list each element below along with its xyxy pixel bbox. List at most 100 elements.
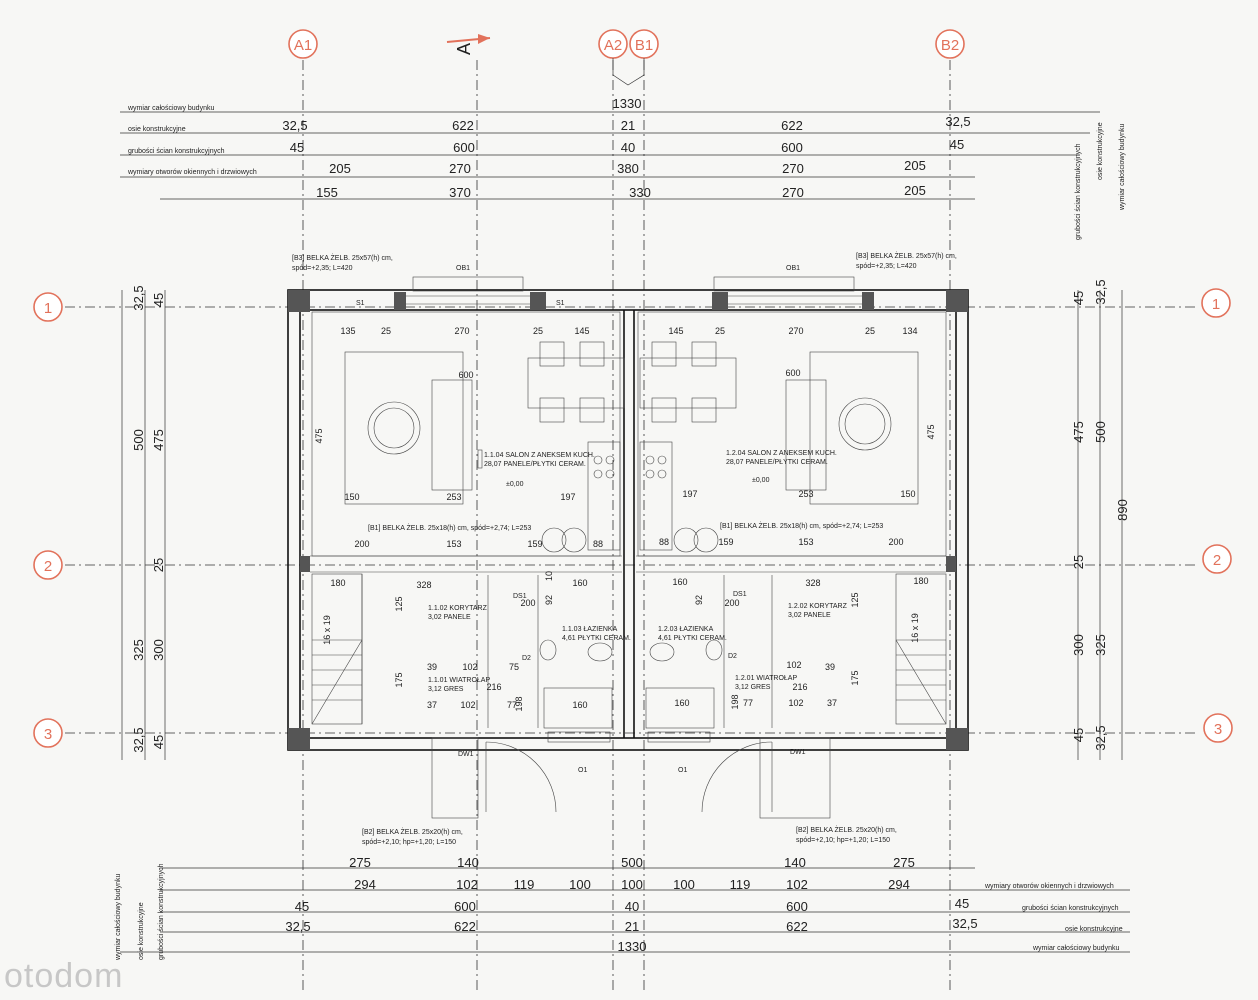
svg-text:600: 600 [786,899,808,914]
svg-text:135: 135 [340,326,355,336]
beam-b1-left: [B1] BELKA ŻELB. 25x18(h) cm, spód=+2,74… [368,523,531,532]
svg-text:600: 600 [781,140,803,155]
svg-text:D2: D2 [728,653,737,660]
svg-text:216: 216 [792,682,807,692]
svg-text:500: 500 [1093,421,1108,443]
svg-text:45: 45 [295,899,309,914]
svg-text:600: 600 [458,370,473,380]
svg-text:380: 380 [617,161,639,176]
svg-text:622: 622 [452,118,474,133]
vert-label-axes-right: osie konstrukcyjne [1097,122,1104,180]
svg-text:197: 197 [560,492,575,502]
svg-text:180: 180 [913,576,928,586]
room-lazienka-right: 1.2.03 ŁAZIENKA 4,61 PŁYTKI CERAM. [658,626,727,642]
svg-text:3,12 GRES: 3,12 GRES [428,686,464,693]
svg-text:2: 2 [44,558,52,575]
section-marker: A [446,34,491,55]
svg-text:O1: O1 [678,767,687,774]
svg-text:180: 180 [330,578,345,588]
row-bubble-left-2: 2 [33,550,63,580]
furniture-right [639,341,947,729]
svg-text:102: 102 [462,662,477,672]
left-dimension-chains: 32,5 45 500 475 25 325 300 32,5 45 wymia… [115,285,166,961]
svg-text:270: 270 [782,185,804,200]
svg-text:32,5: 32,5 [131,727,146,752]
svg-text:119: 119 [514,877,535,892]
vert-label-overall-right: wymiar całościowy budynku [1119,124,1126,211]
svg-text:40: 40 [621,140,635,155]
svg-text:100: 100 [673,877,695,892]
svg-text:25: 25 [151,558,166,572]
row-bubble-right-3: 3 [1203,713,1233,743]
svg-text:175: 175 [394,672,404,687]
grid-bubble-B2: B2 [935,29,965,59]
svg-text:45: 45 [290,140,304,155]
dim-label-walls: grubości ścian konstrukcyjnych [128,148,225,155]
svg-text:21: 21 [621,118,635,133]
svg-text:197: 197 [682,489,697,499]
svg-text:140: 140 [457,855,479,870]
dim-label-overall: wymiar całościowy budynku [127,105,214,112]
row-bubble-right-1: 1 [1201,288,1231,318]
svg-text:45: 45 [151,293,166,307]
beam-b2-left-line1: [B2] BELKA ŻELB. 25x20(h) cm, [362,827,463,836]
svg-text:3,02 PANELE: 3,02 PANELE [428,614,471,621]
svg-text:160: 160 [674,698,689,708]
svg-text:294: 294 [354,877,376,892]
svg-text:1.2.04 SALON Z ANEKSEM KUCH.: 1.2.04 SALON Z ANEKSEM KUCH. [726,450,837,457]
svg-text:O1: O1 [578,767,587,774]
dim-overall-top: 1330 [613,96,642,111]
svg-text:32,5: 32,5 [285,919,310,934]
svg-text:1.1.04 SALON Z ANEKSEM KUCH.: 1.1.04 SALON Z ANEKSEM KUCH. [484,452,595,459]
svg-text:160: 160 [572,700,587,710]
room-labels: 1.1.04 SALON Z ANEKSEM KUCH. 28,07 PANEL… [428,449,848,693]
svg-text:1.2.02 KORYTARZ: 1.2.02 KORYTARZ [788,603,848,610]
svg-text:102: 102 [456,877,478,892]
svg-text:500: 500 [621,855,643,870]
grid-label-A1: A1 [294,37,312,54]
svg-text:216: 216 [486,682,501,692]
dim-label-walls-bottom: grubości ścian konstrukcyjnych [1022,905,1119,912]
beam-b3-right-line1: [B3] BELKA ŻELB. 25x57(h) cm, [856,251,957,260]
grid-bubble-B1: B1 [629,29,659,59]
beam-b3-left-line2: spód=+2,35; L=420 [292,265,353,272]
section-label: A [454,43,474,55]
room-korytarz-left: 1.1.02 KORYTARZ 3,02 PANELE [428,605,488,621]
svg-text:140: 140 [784,855,806,870]
svg-text:102: 102 [788,698,803,708]
svg-text:622: 622 [786,919,808,934]
svg-text:32,5: 32,5 [945,114,970,129]
svg-text:205: 205 [904,183,926,198]
svg-text:500: 500 [131,429,146,451]
svg-text:200: 200 [724,598,739,608]
svg-text:DW1: DW1 [458,751,474,758]
svg-text:16 x 19: 16 x 19 [322,615,332,645]
svg-text:37: 37 [827,698,837,708]
svg-text:198: 198 [514,696,524,711]
axis-bracket [612,58,645,86]
svg-text:125: 125 [850,592,860,607]
grid-bubble-A1: A1 [288,29,318,59]
svg-text:475: 475 [1071,421,1086,443]
svg-text:45: 45 [950,137,964,152]
svg-text:102: 102 [786,877,808,892]
svg-text:175: 175 [850,670,860,685]
dim-label-overall-bottom: wymiar całościowy budynku [1032,945,1119,952]
room-korytarz-right: 1.2.02 KORYTARZ 3,02 PANELE [788,603,848,619]
svg-text:1.2.01 WIATROŁAP: 1.2.01 WIATROŁAP [735,675,797,682]
svg-text:270: 270 [782,161,804,176]
vert-label-overall-left: wymiar całościowy budynku [115,874,122,961]
svg-text:275: 275 [349,855,371,870]
svg-text:622: 622 [454,919,476,934]
svg-text:160: 160 [672,577,687,587]
svg-text:OB1: OB1 [786,265,800,272]
right-dimension-chains: 45 32,5 475 500 890 25 300 325 45 32,5 g… [1071,122,1130,760]
svg-text:45: 45 [1071,728,1086,742]
svg-text:28,07 PANELE/PŁYTKI CERAM.: 28,07 PANELE/PŁYTKI CERAM. [726,459,828,466]
interior-dims-right: 145 25 270 25 134 600 475 150 253 197 20… [659,326,936,710]
svg-text:25: 25 [1071,555,1086,569]
top-dimension-chains: wymiar całościowy budynku osie konstrukc… [120,96,1100,200]
svg-text:10: 10 [544,571,554,581]
vert-label-axes-left: osie konstrukcyjne [138,902,145,960]
svg-text:145: 145 [574,326,589,336]
